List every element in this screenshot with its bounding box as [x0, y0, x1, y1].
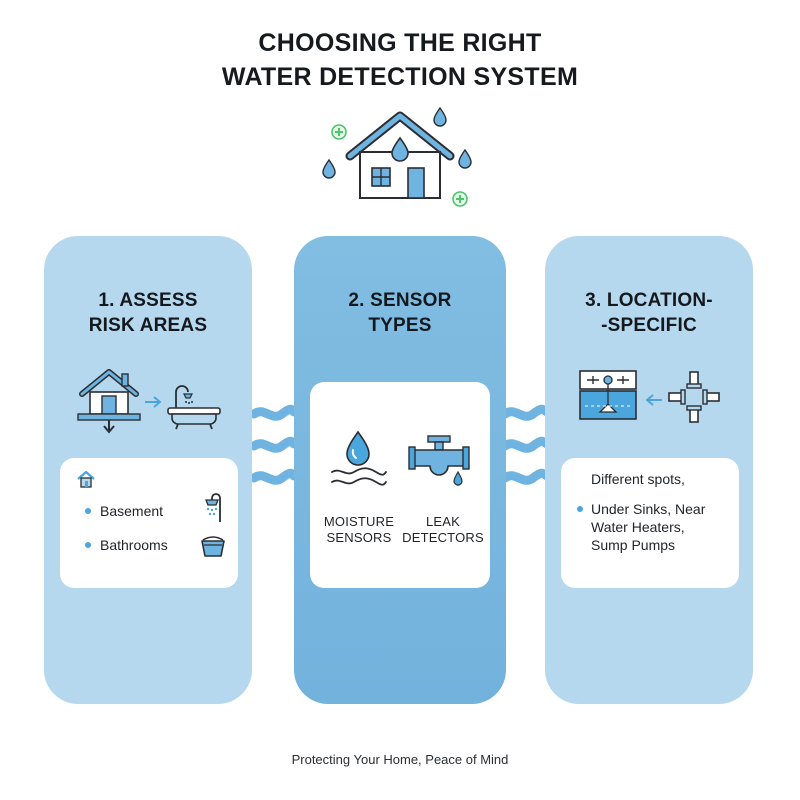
location-item-line-2: Water Heaters, [591, 519, 685, 535]
shower-icon [200, 492, 226, 522]
location-card: Different spots, Under Sinks, Near Water… [561, 458, 739, 588]
page-title: CHOOSING THE RIGHT WATER DETECTION SYSTE… [0, 26, 800, 94]
floor-plan-icon [579, 370, 637, 422]
bullet [577, 506, 583, 512]
pipe-junction-icon [668, 371, 720, 423]
bucket-icon [200, 534, 226, 558]
step-1-title-line-1: 1. ASSESS [98, 290, 198, 311]
bathtub-icon [166, 384, 222, 430]
house-icon [76, 470, 96, 488]
step-2-title: 2. SENSOR TYPES [294, 288, 506, 338]
location-item-line-1: Under Sinks, Near [591, 501, 706, 517]
location-intro: Different spots, [591, 471, 685, 487]
risk-areas-card: Basement Bathrooms [60, 458, 238, 588]
step-3-title-line-2: -SPECIFIC [601, 315, 697, 336]
step-2-title-line-1: 2. SENSOR [348, 290, 452, 311]
bullet [85, 542, 91, 548]
bullet [85, 508, 91, 514]
footer-tagline: Protecting Your Home, Peace of Mind [291, 752, 509, 767]
moisture-sensors-label: MOISTURE SENSORS [314, 514, 404, 546]
arrow-right-icon [144, 396, 162, 408]
title-line-2: WATER DETECTION SYSTEM [221, 63, 579, 91]
title-line-1: CHOOSING THE RIGHT [258, 29, 542, 57]
step-2-title-line-2: TYPES [368, 315, 432, 336]
step-3-title-line-1: 3. LOCATION- [585, 290, 713, 311]
moisture-sensors-label-line-2: SENSORS [326, 530, 392, 545]
sensor-types-card: MOISTURE SENSORS LEAK DETECTORS [310, 382, 490, 588]
connector-waves-1 [249, 404, 299, 500]
moisture-sensors-label-line-1: MOISTURE [323, 514, 395, 529]
arrow-left-icon [645, 394, 663, 406]
step-panel-assess-risk-areas: 1. ASSESS RISK AREAS [44, 236, 252, 704]
step-1-title-line-2: RISK AREAS [88, 315, 208, 336]
leak-detectors-label-line-2: DETECTORS [402, 530, 484, 545]
connector-waves-2 [500, 404, 552, 500]
step-panel-sensor-types: 2. SENSOR TYPES MO [294, 236, 506, 704]
house-water-drops-icon [315, 104, 485, 214]
step-3-title: 3. LOCATION- -SPECIFIC [545, 288, 753, 338]
risk-item-basement: Basement [100, 503, 164, 519]
leak-detectors-label-line-1: LEAK [425, 514, 461, 529]
location-item-line-3: Sump Pumps [591, 537, 676, 553]
leaking-pipe-icon [408, 434, 470, 488]
step-panel-location-specific: 3. LOCATION- -SPECIFIC [545, 236, 753, 704]
water-drop-waves-icon [328, 430, 388, 486]
house-icon [77, 368, 141, 434]
risk-item-bathrooms: Bathrooms [100, 537, 168, 553]
step-1-title: 1. ASSESS RISK AREAS [44, 288, 252, 338]
leak-detectors-label: LEAK DETECTORS [398, 514, 488, 546]
